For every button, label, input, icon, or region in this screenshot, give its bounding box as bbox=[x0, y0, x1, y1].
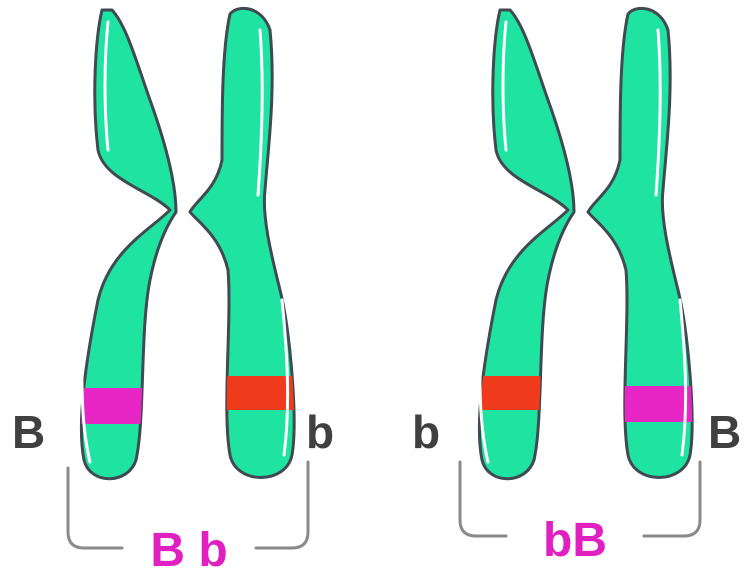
allele-label-right: b bbox=[306, 406, 334, 458]
chromosome-1 bbox=[60, 10, 176, 479]
chromosome-4 bbox=[588, 8, 708, 477]
chromosome-pair-1: B b B b bbox=[12, 8, 334, 577]
allele-label-left: b bbox=[412, 406, 440, 458]
dominant-allele-band bbox=[60, 388, 170, 424]
allele-label-right: B bbox=[708, 406, 741, 458]
chromosome-pair-2: b B bB bbox=[412, 8, 741, 567]
genotype-label: bB bbox=[543, 514, 607, 567]
chromosome-2 bbox=[190, 8, 310, 477]
recessive-allele-band bbox=[458, 376, 568, 410]
genotype-label: B b bbox=[150, 524, 227, 577]
allele-label-left: B bbox=[12, 406, 45, 458]
chromosome-3 bbox=[458, 10, 574, 479]
